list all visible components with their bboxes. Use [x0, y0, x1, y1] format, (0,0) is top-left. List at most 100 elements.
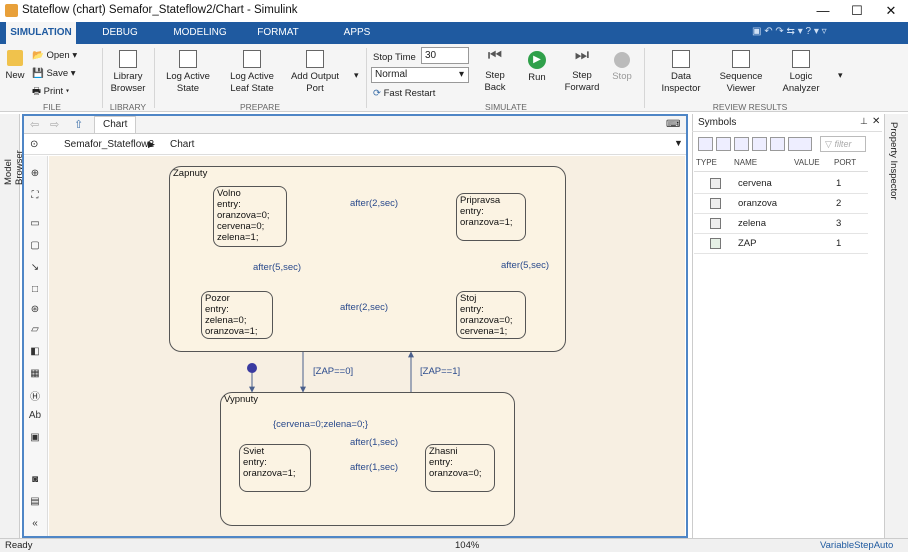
chevron-down-icon: ▾	[458, 69, 464, 80]
log-active-state-button[interactable]: Log Active State	[162, 50, 214, 95]
tab-format[interactable]: FORMAT	[257, 27, 299, 38]
table-row[interactable]: cervena 1	[694, 174, 868, 194]
state-pozor[interactable]: Pozor entry: zelena=0; oranzova=1;	[201, 291, 273, 339]
tab-simulation[interactable]: SIMULATION	[6, 22, 76, 44]
state-zhasni[interactable]: Zhasni entry: oranzova=0;	[425, 444, 495, 492]
tab-apps[interactable]: APPS	[343, 27, 371, 38]
simulation-mode-select[interactable]: Normal ▾	[371, 67, 469, 83]
maximize-button[interactable]: ☐	[851, 3, 863, 18]
filter-input[interactable]: ▽ filter	[820, 136, 866, 152]
back-icon[interactable]: ⇦	[30, 119, 40, 131]
label-pripravsa-volno[interactable]: after(2,sec)	[350, 198, 399, 209]
close-button[interactable]: ✕	[885, 3, 897, 18]
property-inspector-tab[interactable]	[884, 114, 908, 538]
fast-restart-button[interactable]: ⟳ Fast Restart	[373, 88, 435, 100]
table-header: TYPE NAME VALUE PORT	[694, 158, 868, 172]
breadcrumb-leaf[interactable]: Chart	[170, 139, 195, 150]
stop-button[interactable]: Stop	[606, 50, 638, 83]
annotation-icon[interactable]: Ab	[28, 410, 42, 421]
graphical-function-icon[interactable]: ◧	[30, 346, 40, 357]
close-panel-icon[interactable]: ✕	[872, 116, 881, 127]
open-button[interactable]: 📂 Open ▾	[32, 50, 78, 61]
save-button[interactable]: 💾 Save ▾	[32, 68, 76, 79]
collapse-palette-icon[interactable]: «	[32, 518, 38, 529]
logic-analyzer-button[interactable]: Logic Analyzer	[776, 50, 826, 95]
settings-icon[interactable]	[788, 137, 812, 151]
resolve-icon[interactable]	[752, 137, 767, 151]
add-event-icon[interactable]	[716, 137, 731, 151]
tab-debug[interactable]: DEBUG	[102, 27, 138, 38]
ribbon-tabs: SIMULATION DEBUG MODELING FORMAT APPS ▣ …	[0, 22, 908, 44]
state-sviet[interactable]: Sviet entry: oranzova=1;	[239, 444, 311, 492]
tab-chart[interactable]: Chart	[94, 116, 137, 133]
col-port: PORT	[834, 158, 857, 167]
label-vypnuty-default[interactable]: {cervena=0;zelena=0;}	[273, 419, 369, 430]
pin-icon[interactable]: ⊥	[860, 116, 868, 126]
print-button[interactable]: 🖶 Print ▾	[32, 86, 70, 97]
hide-explorer-icon[interactable]: ⊙	[30, 139, 39, 150]
label-zap-on[interactable]: [ZAP==1]	[420, 366, 461, 377]
log-state-icon	[179, 50, 197, 68]
camera-icon[interactable]: ◙	[31, 474, 39, 485]
sequence-viewer-button[interactable]: Sequence Viewer	[714, 50, 768, 95]
breadcrumb-root[interactable]: Semafor_Stateflow2	[64, 139, 155, 150]
forward-icon[interactable]: ⇨	[50, 119, 60, 131]
label-sviet-zhasni[interactable]: after(1,sec)	[350, 462, 399, 473]
keyboard-icon[interactable]: ⌨	[666, 119, 681, 130]
label-pozor-stoj[interactable]: after(2,sec)	[340, 302, 389, 313]
sequence-viewer-label: Sequence Viewer	[719, 71, 763, 94]
sequence-viewer-icon	[732, 50, 750, 68]
editor-toolbar: ⇦ ⇨ ⇧ Chart ⌨	[24, 116, 686, 134]
solver-status[interactable]: VariableStepAuto	[820, 540, 894, 551]
object-palette: ⊕ ⛶ ▭ ▢ ↘ □ ⊛ ▱ ◧ ▦ Ⓗ Ab ▣ ◙ ▤ «	[24, 156, 48, 536]
function-icon[interactable]: ▱	[31, 324, 39, 335]
table-row[interactable]: oranzova 2	[694, 194, 868, 214]
tab-modeling[interactable]: MODELING	[173, 27, 227, 38]
review-expand-icon[interactable]: ▾	[838, 70, 843, 80]
step-forward-button[interactable]: ⏭ Step Forward	[562, 48, 602, 94]
stop-time-input[interactable]: 30	[421, 47, 469, 64]
col-name: NAME	[734, 158, 758, 167]
minimize-button[interactable]: —	[816, 3, 830, 18]
state-tool-icon[interactable]: ▭	[30, 218, 40, 229]
junction-icon[interactable]: ⊛	[30, 304, 40, 315]
run-icon: ▶	[528, 51, 546, 69]
run-button[interactable]: ▶ Run	[520, 50, 554, 84]
section-library: LIBRARY	[109, 102, 147, 112]
col-value: VALUE	[794, 158, 820, 167]
state-stoj[interactable]: Stoj entry: oranzova=0; cervena=1;	[456, 291, 526, 339]
label-zap-off[interactable]: [ZAP==0]	[313, 366, 354, 377]
library-browser-button[interactable]: Library Browser	[108, 50, 148, 95]
model-browser-tab[interactable]	[0, 114, 20, 538]
history-icon[interactable]: Ⓗ	[30, 392, 40, 403]
new-button[interactable]: New	[4, 50, 26, 82]
add-output-port-button[interactable]: Add Output Port	[288, 50, 342, 95]
prepare-expand-icon[interactable]: ▾	[354, 70, 359, 80]
default-transition-icon[interactable]: ↘	[30, 262, 40, 273]
add-message-icon[interactable]	[734, 137, 749, 151]
print-label: Print	[43, 86, 64, 97]
state-pripravsa[interactable]: Pripravsa entry: oranzova=1;	[456, 193, 526, 241]
delete-icon[interactable]	[770, 137, 785, 151]
up-icon[interactable]: ⇧	[74, 119, 84, 131]
label-zhasni-sviet[interactable]: after(1,sec)	[350, 437, 399, 448]
state-volno[interactable]: Volno entry: oranzova=0; cervena=0; zele…	[213, 186, 287, 247]
step-back-button[interactable]: ⏮ Step Back	[478, 48, 512, 94]
data-inspector-button[interactable]: Data Inspector	[656, 50, 706, 95]
truth-table-icon[interactable]: ▦	[30, 368, 40, 379]
fit-view-icon[interactable]: ⛶	[31, 190, 39, 201]
ribbon: New 📂 Open ▾ 💾 Save ▾ 🖶 Print ▾ FILE Lib…	[0, 44, 908, 112]
table-row[interactable]: zelena 3	[694, 214, 868, 234]
stateflow-chart[interactable]: Zapnuty Volno entry: oranzova=0; cervena…	[49, 156, 685, 536]
zoom-in-icon[interactable]: ⊕	[30, 168, 40, 179]
label-stoj-pripravsa[interactable]: after(5,sec)	[501, 260, 550, 271]
log-active-leaf-button[interactable]: Log Active Leaf State	[226, 50, 278, 95]
label-volno-pozor[interactable]: after(5,sec)	[253, 262, 302, 273]
table-row[interactable]: ZAP 1	[694, 234, 868, 254]
breadcrumb-dropdown-icon[interactable]: ▼	[674, 138, 683, 148]
image-icon[interactable]: ▣	[30, 432, 40, 443]
history-junction-icon[interactable]: □	[31, 284, 39, 295]
add-data-icon[interactable]	[698, 137, 713, 151]
layers-icon[interactable]: ▤	[30, 496, 40, 507]
box-tool-icon[interactable]: ▢	[30, 240, 40, 251]
